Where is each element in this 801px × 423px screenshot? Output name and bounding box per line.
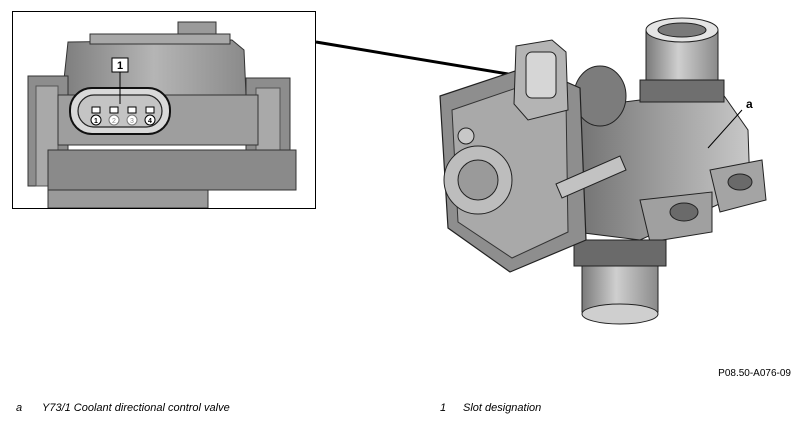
inset-frame [12, 11, 316, 209]
figure-code: P08.50-A076-09 [718, 368, 791, 379]
main-valve-drawing [439, 17, 767, 325]
legend-text-a: Y73/1 Coolant directional control valve [42, 402, 230, 414]
inset-connector-view [27, 21, 297, 209]
pin-label-3: 3 [130, 118, 134, 125]
pin-label-2: 2 [112, 118, 116, 125]
legend-text-1: Slot designation [463, 402, 542, 414]
pin-label-4: 4 [148, 118, 152, 125]
legend-key-a: a [16, 402, 23, 414]
valve-callout-a: a [746, 97, 753, 111]
inset-callout-1-text: 1 [117, 60, 123, 72]
inset-pointer-line [315, 40, 521, 78]
pin-label-1: 1 [94, 118, 98, 125]
legend-key-1: 1 [440, 402, 447, 414]
